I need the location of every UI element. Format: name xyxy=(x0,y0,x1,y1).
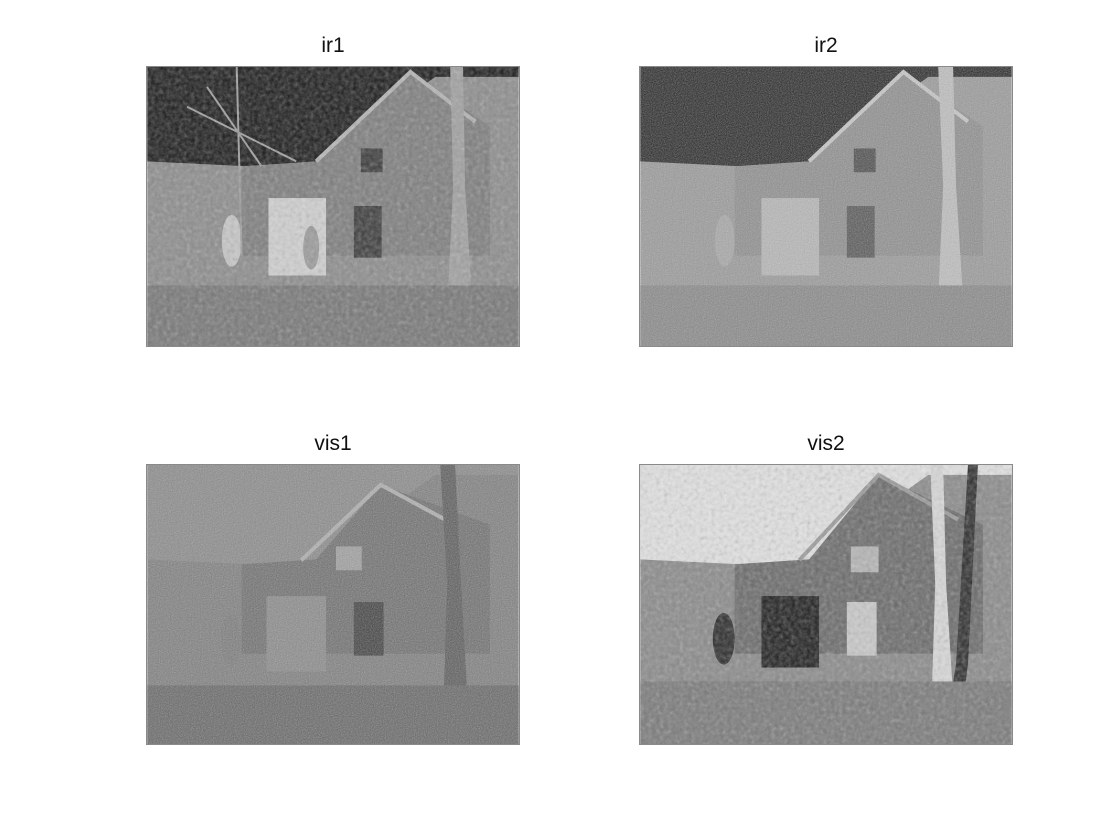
texture xyxy=(147,465,519,744)
texture xyxy=(147,67,519,346)
image-panel-vis1: vis1 xyxy=(146,432,520,745)
panel-title: ir1 xyxy=(321,34,345,57)
texture xyxy=(640,67,1012,346)
scene-image-ir1 xyxy=(146,66,520,347)
texture xyxy=(640,465,1012,744)
panel-title: vis2 xyxy=(807,432,845,455)
panel-title: vis1 xyxy=(314,432,352,455)
scene-image-vis2 xyxy=(639,464,1013,745)
image-panel-ir1: ir1 xyxy=(146,34,520,347)
scene-image-vis1 xyxy=(146,464,520,745)
image-panel-vis2: vis2 xyxy=(639,432,1013,745)
panel-title: ir2 xyxy=(814,34,838,57)
scene-image-ir2 xyxy=(639,66,1013,347)
image-panel-ir2: ir2 xyxy=(639,34,1013,347)
